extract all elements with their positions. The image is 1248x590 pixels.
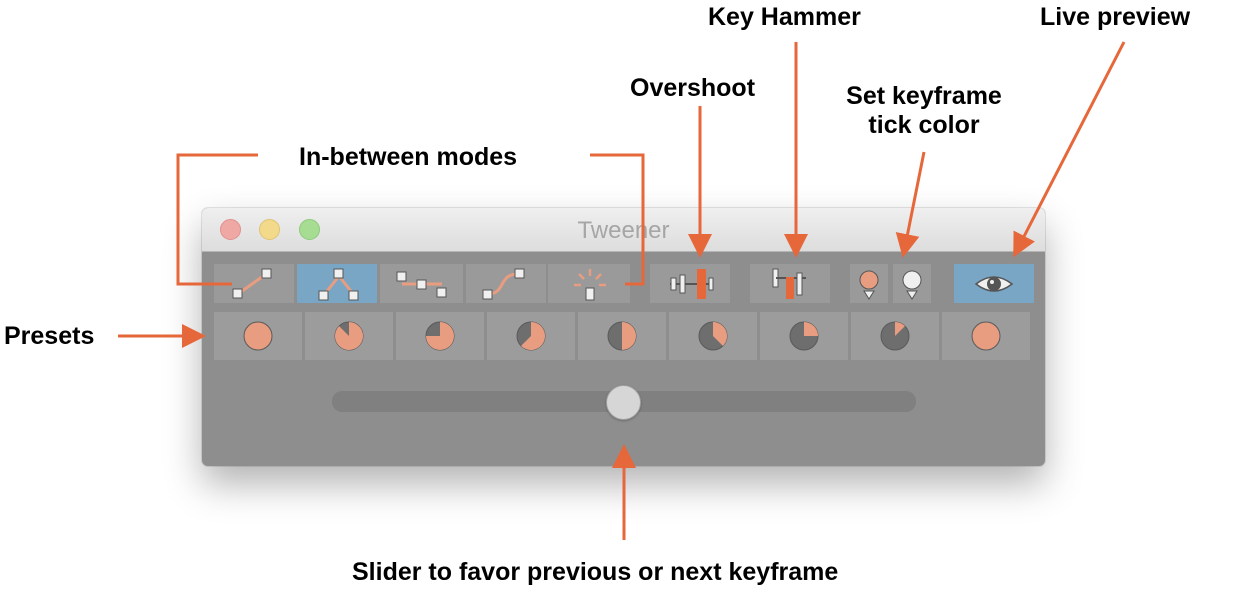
callout-inbetween-modes: In-between modes <box>299 143 518 171</box>
preset-button[interactable] <box>214 312 302 360</box>
mode-flat-button[interactable] <box>380 264 463 303</box>
callout-set-tick-color: Set keyframe tick color <box>834 82 1014 140</box>
linear-mode-icon <box>232 268 272 299</box>
peak-mode-icon <box>318 268 359 301</box>
title-bar[interactable]: Tweener <box>202 208 1045 252</box>
preset-button[interactable] <box>851 312 939 360</box>
live-preview-button[interactable] <box>954 264 1034 303</box>
mode-peak-button[interactable] <box>297 264 377 303</box>
preset-button[interactable] <box>942 312 1030 360</box>
zoom-button[interactable] <box>299 219 320 240</box>
callout-presets: Presets <box>4 322 95 350</box>
tick-color-orange-button[interactable] <box>850 264 888 303</box>
tick-color-orange-icon <box>859 270 879 300</box>
burst-mode-icon <box>574 269 606 301</box>
preset-pie-icon <box>607 321 637 351</box>
window-title: Tweener <box>577 217 670 244</box>
overshoot-button[interactable] <box>650 264 730 303</box>
preset-pie-icon <box>516 321 546 351</box>
eye-icon <box>974 276 1014 292</box>
preset-button[interactable] <box>396 312 484 360</box>
preset-pie-icon <box>334 321 364 351</box>
callout-set-tick-color-line1: Set keyframe <box>846 82 1002 110</box>
flat-mode-icon <box>396 271 447 298</box>
preset-button[interactable] <box>760 312 848 360</box>
preset-pie-icon <box>789 321 819 351</box>
overshoot-icon <box>670 269 714 299</box>
ease-mode-icon <box>482 268 525 300</box>
tweener-window: Tweener <box>202 208 1045 466</box>
preset-button[interactable] <box>305 312 393 360</box>
minimize-button[interactable] <box>259 219 280 240</box>
preset-button[interactable] <box>669 312 757 360</box>
preset-pie-icon <box>698 321 728 351</box>
mode-ease-button[interactable] <box>466 264 546 303</box>
preset-button[interactable] <box>578 312 666 360</box>
preset-pie-icon <box>425 321 455 351</box>
key-hammer-icon <box>772 268 806 299</box>
callout-slider: Slider to favor previous or next keyfram… <box>352 558 839 586</box>
callout-set-tick-color-line2: tick color <box>868 111 980 139</box>
preset-pie-icon <box>243 321 273 351</box>
tick-color-white-icon <box>902 270 922 300</box>
callout-key-hammer: Key Hammer <box>708 3 861 31</box>
callout-live-preview: Live preview <box>1040 3 1191 31</box>
key-hammer-button[interactable] <box>750 264 830 303</box>
callout-overshoot: Overshoot <box>630 74 756 102</box>
preset-pie-icon <box>971 321 1001 351</box>
mode-linear-button[interactable] <box>214 264 294 303</box>
tick-color-white-button[interactable] <box>893 264 931 303</box>
preset-pie-icon <box>880 321 910 351</box>
preset-button[interactable] <box>487 312 575 360</box>
slider-knob[interactable] <box>606 385 641 420</box>
mode-burst-button[interactable] <box>548 264 630 303</box>
